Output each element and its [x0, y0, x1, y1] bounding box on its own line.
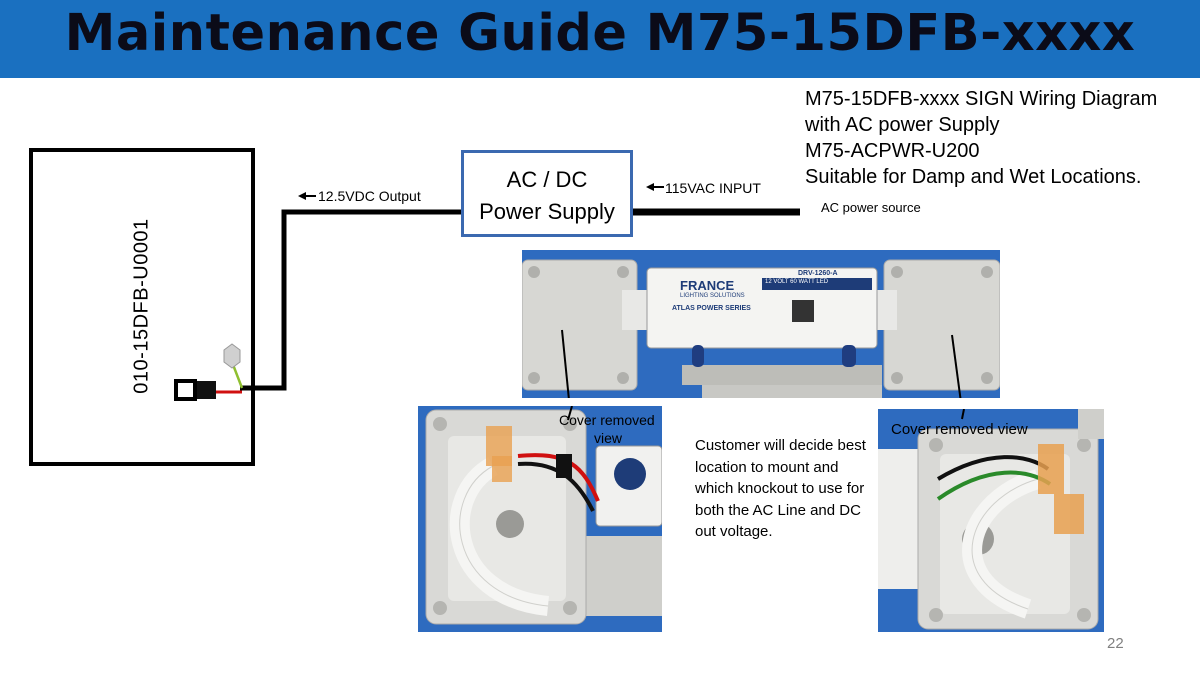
- installation-note: Customer will decide best location to mo…: [695, 437, 866, 540]
- title-bar: [0, 0, 1200, 78]
- psu-label-line2: Power Supply: [479, 199, 615, 224]
- junction-box-illustration: [878, 409, 1104, 630]
- page-title: Maintenance Guide M75-15DFB-xxxx: [64, 4, 1136, 63]
- brand-subtitle: LIGHTING SOLUTIONS: [680, 293, 745, 299]
- connector-icon: [174, 379, 197, 401]
- dc-output-label: 12.5VDC Output: [318, 188, 421, 204]
- arrow-left-icon: [646, 183, 654, 191]
- page-number: 22: [1107, 635, 1124, 652]
- ac-input-label: 115VAC INPUT: [665, 180, 761, 196]
- info-line: with AC power Supply: [805, 114, 1000, 136]
- psu-label-line1: AC / DC: [506, 167, 588, 192]
- info-line: M75-15DFB-xxxx SIGN Wiring Diagram: [805, 88, 1158, 110]
- series-label: ATLAS POWER SERIES: [672, 305, 751, 312]
- power-supply-photo: FRANCE LIGHTING SOLUTIONS ATLAS POWER SE…: [522, 250, 1000, 398]
- connector-icon: [197, 381, 216, 399]
- cover-removed-caption: Cover removed view: [891, 421, 1028, 438]
- right-cover-removed-photo: Cover removed view: [878, 409, 1104, 632]
- info-line: M75-ACPWR-U200: [805, 140, 980, 162]
- cover-removed-caption: view: [594, 430, 623, 446]
- ground-nut-icon: [223, 343, 241, 369]
- dc-output-wire: [240, 209, 461, 391]
- model-label: DRV-1260-A: [798, 270, 838, 277]
- power-supply-illustration: [522, 259, 1000, 398]
- arrow-left-icon: [298, 192, 306, 200]
- cover-removed-caption: Cover removed: [559, 412, 655, 428]
- power-supply-box: AC / DC Power Supply: [461, 150, 633, 237]
- sign-outline: [29, 148, 255, 466]
- ac-source-label: AC power source: [821, 200, 921, 215]
- rating-label: 12 VOLT 60 WATT LED: [765, 279, 829, 285]
- diagram-info: M75-15DFB-xxxx SIGN Wiring Diagram with …: [805, 86, 1157, 190]
- info-line: Suitable for Damp and Wet Locations.: [805, 166, 1142, 188]
- brand-logo: FRANCE: [680, 278, 735, 293]
- junction-box-illustration: [425, 406, 662, 625]
- left-cover-removed-photo: Cover removed view: [418, 406, 662, 632]
